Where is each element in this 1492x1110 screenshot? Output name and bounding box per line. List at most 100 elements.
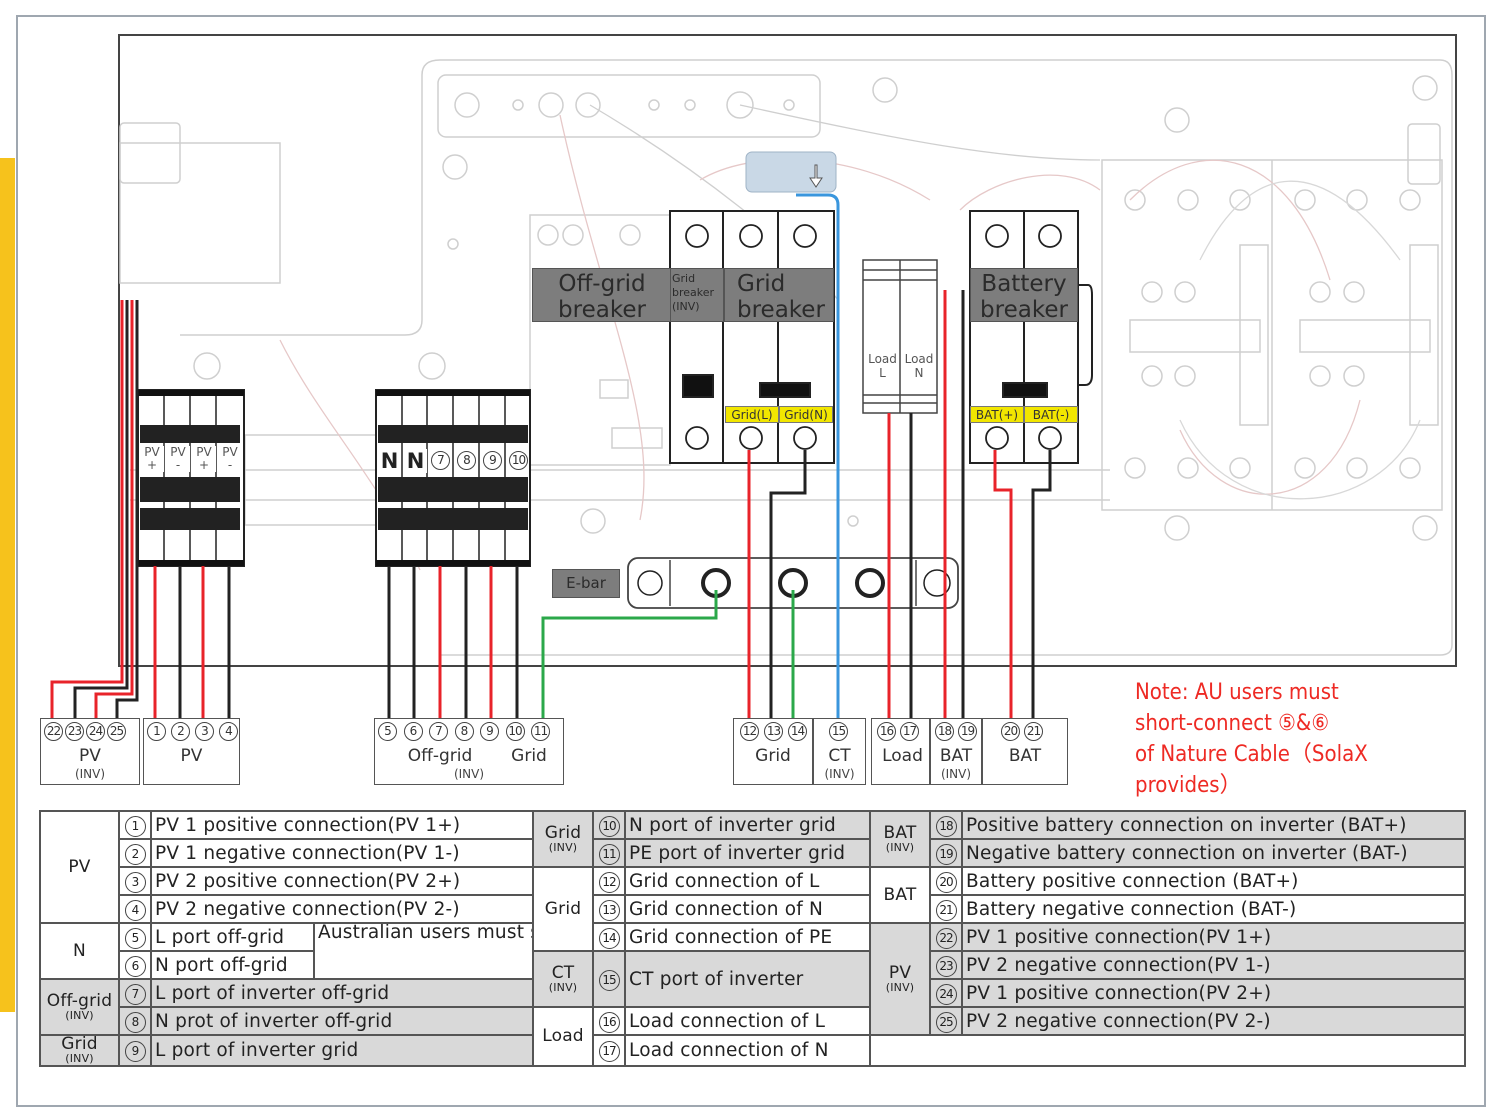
legend-group-grid-inv-2-label: Grid (544, 822, 582, 843)
pv-block-terminal-label: PV- (166, 446, 190, 472)
terminal-number: 23 (65, 722, 84, 741)
legend-number-cell: 24 (929, 978, 964, 1008)
legend-number-badge: 23 (935, 955, 957, 977)
load-l-label-sub: L (879, 366, 886, 380)
legend-number-badge: 12 (598, 871, 620, 893)
off-grid-breaker-label-line2: breaker (558, 297, 646, 324)
terminal-group-name: Off-grid (407, 746, 473, 766)
page-frame (16, 15, 1486, 1107)
ebar-label: E-bar (552, 569, 620, 598)
wiring (50, 193, 1052, 722)
legend-description: PV 1 negative connection(PV 1-) (149, 838, 535, 868)
pv-block-terminal-label-sign: + (198, 458, 210, 472)
offgrid-terminal-block (375, 389, 531, 567)
legend-group-ct-inv-sub: (INV) (548, 980, 578, 994)
legend-number-cell: 21 (929, 894, 964, 924)
grid-l-terminal-label: Grid(L) (725, 406, 779, 423)
legend-group-ct-inv: CT(INV) (532, 950, 595, 1008)
legend-group-bat-inv-label: BAT (883, 822, 917, 843)
terminal-number: 20 (1001, 722, 1020, 741)
legend-number-cell: 7 (118, 978, 152, 1008)
pv-block-terminal-label-top: PV (196, 445, 212, 459)
terminal-number: 14 (788, 722, 807, 741)
terminal-group-sub: (INV) (824, 767, 855, 781)
legend-number-badge: 4 (124, 899, 146, 921)
legend-description: Negative battery connection on inverter … (961, 838, 1467, 868)
bat-minus-terminal-label: BAT(-) (1024, 406, 1078, 423)
wire-25 (115, 300, 139, 722)
battery-breaker-assembly (969, 210, 1093, 464)
pv-block-terminal-label: PV- (218, 446, 242, 472)
terminal-group-name: PV (79, 746, 101, 766)
pv-block-terminal-label-sign: - (227, 458, 233, 472)
pv-block-terminal-label-sign: - (175, 458, 181, 472)
legend-number-badge: 24 (935, 983, 957, 1005)
legend-description: Grid connection of N (624, 894, 872, 924)
grid-breaker-assembly (669, 210, 835, 464)
legend-number-badge: 7 (124, 983, 146, 1005)
n-block-terminal-number: 10 (509, 451, 528, 470)
legend-number-cell: 19 (929, 838, 964, 868)
battery-breaker-label: Battery breaker (970, 268, 1078, 323)
legend-number-badge: 21 (935, 899, 957, 921)
terminal-number: 11 (531, 722, 550, 741)
note-line-2: short-connect ⑤&⑥ (1135, 711, 1330, 736)
legend-description: N prot of inverter off-grid (149, 1006, 535, 1036)
au-users-note: Note: AU users must short-connect ⑤&⑥ of… (1135, 677, 1368, 801)
legend-number-cell: 11 (592, 838, 627, 868)
legend-description: Positive battery connection on inverter … (961, 810, 1467, 840)
terminal-group-name: CT (828, 746, 851, 766)
legend-number-badge: 3 (124, 871, 146, 893)
terminal-group-name-secondary: Grid (511, 746, 547, 766)
background-hardware (119, 59, 1453, 656)
legend-description: PV 2 negative connection(PV 2-) (149, 894, 535, 924)
legend-group-bat-label: BAT (883, 884, 917, 905)
grid-breaker-inv-label-line1: Grid (672, 272, 696, 285)
legend-description: Battery positive connection (BAT+) (961, 866, 1467, 896)
load-terminal-assembly (862, 259, 938, 414)
legend-description: PV 1 positive connection(PV 2+) (961, 978, 1467, 1008)
legend-group-grid-inv: Grid(INV) (39, 1034, 120, 1067)
terminal-number: 13 (764, 722, 783, 741)
legend-group-ct-inv-label: CT (551, 962, 575, 983)
terminal-group-sub: (INV) (453, 767, 485, 781)
legend-group-pv-inv: PV(INV) (869, 922, 932, 1036)
grid-breaker-inv-label-line2: breaker (672, 286, 715, 299)
wire-24 (94, 300, 134, 722)
legend-number-badge: 22 (935, 927, 957, 949)
legend-group-grid-inv-sub: (INV) (65, 1052, 94, 1065)
legend-number-cell: 8 (118, 1006, 152, 1036)
legend-number-badge: 5 (124, 927, 146, 949)
legend-group-pv-inv-sub: (INV) (885, 980, 915, 994)
legend-number-cell: 16 (592, 1006, 627, 1036)
legend-description: PV 2 positive connection(PV 2+) (149, 866, 535, 896)
terminal-group-sub: (INV) (74, 767, 106, 781)
grid-breaker-label: Grid breaker (724, 268, 834, 323)
terminal-number: 17 (900, 722, 919, 741)
legend-number-badge: 17 (598, 1041, 620, 1062)
terminal-number: 6 (403, 722, 423, 741)
legend-group-offgrid-inv-label: Off-grid (46, 990, 113, 1011)
wire-21 (1031, 450, 1052, 722)
legend-description: Grid connection of L (624, 866, 872, 896)
enclosure-outline (118, 34, 1457, 667)
grid-breaker-label-line1: Grid (737, 271, 786, 297)
legend-group-pv: PV (39, 810, 120, 924)
load-n-label: Load N (901, 352, 937, 380)
terminal-group-sub: (INV) (940, 767, 972, 781)
legend-number-cell: 22 (929, 922, 964, 952)
terminal-number: 5 (378, 722, 397, 741)
wire-23 (73, 300, 129, 722)
background-wires (279, 104, 1421, 571)
legend-group-n: N (39, 922, 120, 980)
legend-description: Load connection of L (624, 1006, 872, 1036)
legend-number-cell: 18 (929, 810, 964, 840)
legend-number-badge: 6 (124, 955, 146, 977)
legend-number-cell: 1 (118, 810, 152, 840)
n-block-terminal-number: 8 (457, 451, 476, 470)
pv-block-terminal-label: PV+ (192, 446, 216, 472)
legend-number-badge: 19 (935, 843, 957, 865)
